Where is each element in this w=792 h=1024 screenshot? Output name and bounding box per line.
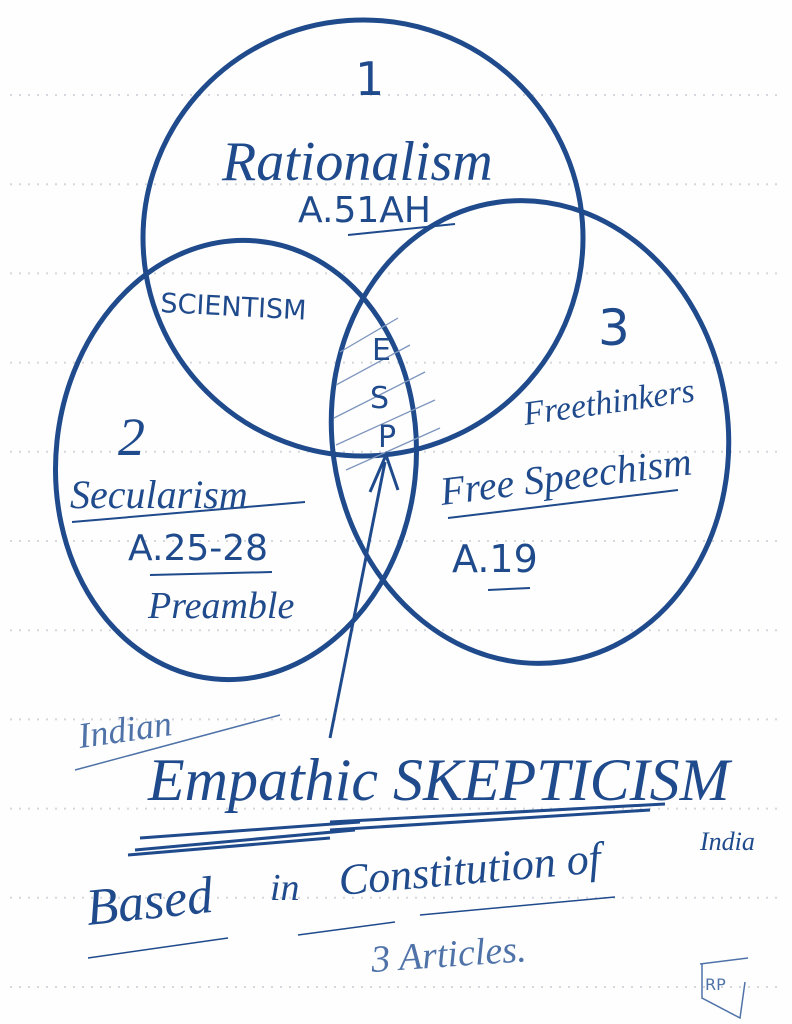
circle-3-number: 3 xyxy=(598,299,630,357)
circle-secularism xyxy=(53,237,419,683)
circle-2-preamble: Preamble xyxy=(147,585,294,627)
center-letter-p: P xyxy=(378,420,396,455)
subtitle-based: Based xyxy=(83,867,216,937)
arrow-to-center xyxy=(328,450,400,739)
circle-2-number: 2 xyxy=(118,407,145,467)
circle-1-article: A.51AH xyxy=(298,190,431,231)
circle-1-name: Rationalism xyxy=(221,131,493,193)
circle-3-freethinkers: Freethinkers xyxy=(520,372,697,433)
title-underline-scribble xyxy=(127,802,666,857)
signature-rp: RP xyxy=(705,975,726,994)
circle-free-speechism xyxy=(328,198,732,666)
title: Empathic SKEPTICISM xyxy=(147,747,733,813)
subtitle-constitution: Constitution of xyxy=(337,833,609,905)
circle-2-article: A.25-28 xyxy=(128,528,268,569)
overlap-scientism: SCIENTISM xyxy=(160,288,308,327)
circle-2-name: Secularism xyxy=(70,472,248,517)
footnote-3-articles: 3 Articles. xyxy=(369,928,528,981)
signature-rp-logo: RP xyxy=(699,957,749,1020)
subtitle-in: in xyxy=(270,867,300,909)
center-hatching xyxy=(333,317,441,471)
circle-3-article: A.19 xyxy=(452,537,538,581)
circle-1-number: 1 xyxy=(355,52,384,106)
center-letter-e: E xyxy=(372,333,391,368)
center-letter-s: S xyxy=(370,381,389,416)
subtitle-india: India xyxy=(699,827,755,856)
